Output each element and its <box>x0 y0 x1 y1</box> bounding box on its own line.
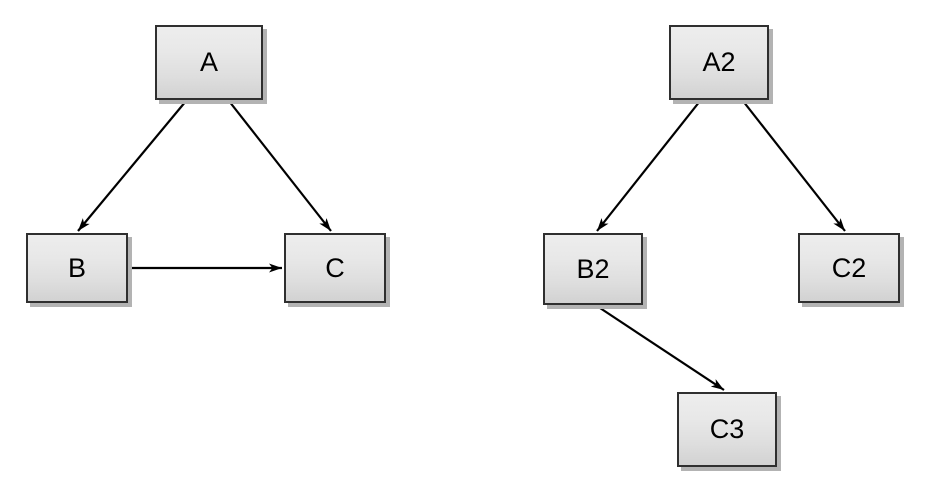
node-label-c: C <box>325 252 345 283</box>
node-label-b2: B2 <box>576 253 610 284</box>
node-c3[interactable]: C3 <box>677 392 777 467</box>
node-b2[interactable]: B2 <box>543 233 643 305</box>
edge-a2-to-c2[interactable] <box>742 100 846 232</box>
edge-b2-to-c3[interactable] <box>596 305 725 391</box>
node-label-a2: A2 <box>702 47 736 77</box>
node-label-c2: C2 <box>831 252 867 283</box>
edge-a2-to-b2[interactable] <box>596 100 701 232</box>
edge-a-to-b[interactable] <box>77 100 187 232</box>
node-a2[interactable]: A2 <box>669 25 769 100</box>
node-label-c3: C3 <box>709 414 745 444</box>
node-a[interactable]: A <box>155 25 263 100</box>
node-c2[interactable]: C2 <box>798 233 900 303</box>
edges-group <box>77 100 846 391</box>
node-label-a: A <box>199 47 218 77</box>
node-c[interactable]: C <box>284 233 386 303</box>
edge-a-to-c[interactable] <box>228 100 332 232</box>
node-b[interactable]: B <box>26 233 128 303</box>
node-label-b: B <box>67 252 86 283</box>
